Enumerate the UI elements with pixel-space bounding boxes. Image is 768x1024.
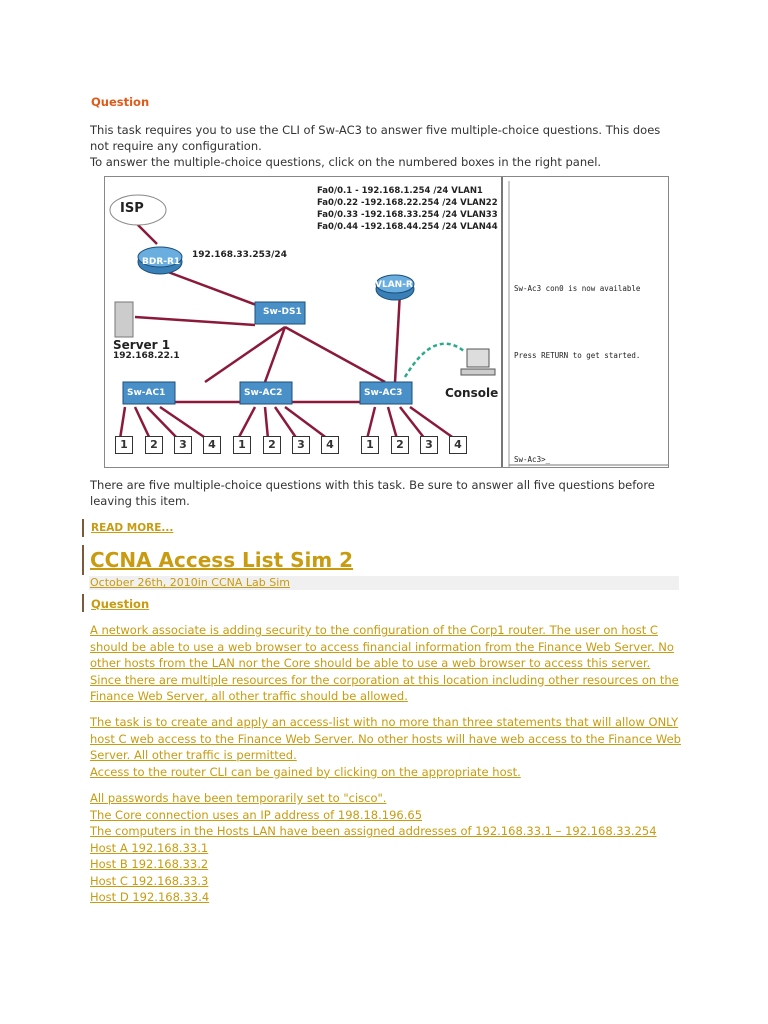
paragraph-line: Host C 192.168.33.3: [90, 873, 209, 888]
terminal-line: Press RETURN to get started.: [514, 351, 641, 360]
paragraph-line: Host D 192.168.33.4: [90, 890, 210, 904]
post-paragraph-2[interactable]: The task is to create and apply an acces…: [90, 714, 690, 780]
vlan-row: Fa0/0.22 -192.168.22.254 /24 VLAN22: [317, 198, 498, 208]
host-box[interactable]: 3: [420, 436, 438, 454]
question-heading: Question: [91, 95, 150, 109]
intro-line: To answer the multiple-choice questions,…: [90, 155, 602, 169]
paragraph-line: should be able to use a web browser to a…: [90, 639, 674, 654]
read-more-link[interactable]: READ MORE...: [91, 522, 174, 534]
post-dateline: October 26th, 2010in CCNA Lab Sim: [89, 576, 679, 590]
host-box[interactable]: 3: [174, 436, 192, 454]
intro-line: not require any configuration.: [90, 139, 262, 153]
host-box[interactable]: 4: [321, 436, 339, 454]
terminal-line: Sw-Ac3 con0 is now available: [514, 284, 641, 293]
paragraph-line: All passwords have been temporarily set …: [90, 791, 387, 805]
paragraph-line: host C web access to the Finance Web Ser…: [90, 731, 681, 746]
vlan-row: Fa0/0.33 -192.168.33.254 /24 VLAN33: [317, 210, 498, 220]
post-paragraph-3[interactable]: All passwords have been temporarily set …: [90, 790, 690, 906]
sw-ac1-label: Sw-AC1: [127, 388, 166, 398]
paragraph-line: other hosts from the LAN nor the Core sh…: [90, 656, 651, 670]
post-paragraph-1[interactable]: A network associate is adding security t…: [90, 622, 690, 705]
intro-line: This task requires you to use the CLI of…: [90, 123, 661, 137]
read-more-wrap: READ MORE...: [91, 522, 173, 534]
after-diagram-text: There are five multiple-choice questions…: [90, 477, 690, 509]
sw-ac3-label: Sw-AC3: [364, 388, 403, 398]
post-question-heading: Question: [91, 597, 150, 611]
post-date-link[interactable]: October 26th, 2010in CCNA Lab Sim: [90, 576, 291, 589]
paragraph-line: Host A 192.168.33.1: [90, 840, 209, 855]
isp-label: ISP: [120, 201, 144, 216]
server-name-label: Server 1: [113, 338, 171, 352]
sw-ac2-label: Sw-AC2: [244, 388, 283, 398]
paragraph-line: The computers in the Hosts LAN have been…: [90, 824, 657, 838]
post-title[interactable]: CCNA Access List Sim 2: [90, 548, 354, 572]
host-box[interactable]: 3: [292, 436, 310, 454]
intro-text: This task requires you to use the CLI of…: [90, 122, 690, 170]
host-box[interactable]: 4: [449, 436, 467, 454]
text-line: leaving this item.: [90, 494, 190, 508]
paragraph-line: A network associate is adding security t…: [90, 623, 658, 637]
paragraph-line: The task is to create and apply an acces…: [90, 715, 679, 729]
quote-bar: [82, 594, 84, 612]
paragraph-line: Access to the router CLI can be gained b…: [90, 764, 521, 779]
paragraph-line: Server. All other traffic is permitted.: [90, 748, 297, 762]
paragraph-line: The Core connection uses an IP address o…: [90, 807, 423, 822]
text-line: There are five multiple-choice questions…: [90, 478, 655, 492]
host-box[interactable]: 2: [391, 436, 409, 454]
host-box[interactable]: 1: [233, 436, 251, 454]
quote-bar: [82, 519, 84, 537]
host-box[interactable]: 2: [263, 436, 281, 454]
topology-svg: [109, 177, 668, 467]
host-box[interactable]: 1: [115, 436, 133, 454]
vlan-router-label: VLAN-R1: [375, 280, 420, 290]
vlan-row: Fa0/0.1 - 192.168.1.254 /24 VLAN1: [317, 186, 483, 196]
paragraph-line: Finance Web Server, all other traffic sh…: [90, 689, 408, 703]
host-box[interactable]: 4: [203, 436, 221, 454]
paragraph-line: Since there are multiple resources for t…: [90, 672, 679, 687]
terminal-prompt[interactable]: Sw-Ac3>_: [514, 455, 551, 464]
server-ip-label: 192.168.22.1: [113, 351, 180, 361]
console-label: Console: [445, 386, 499, 400]
sw-ds1-label: Sw-DS1: [263, 307, 302, 317]
host-box[interactable]: 1: [361, 436, 379, 454]
network-diagram: ISP BDR-R1 192.168.33.253/24 Sw-DS1 VLAN…: [104, 176, 669, 468]
bdr-ip-label: 192.168.33.253/24: [192, 250, 287, 260]
paragraph-line: Host B 192.168.33.2: [90, 857, 209, 871]
vlan-row: Fa0/0.44 -192.168.44.254 /24 VLAN44: [317, 222, 498, 232]
bdr-router-label: BDR-R1: [142, 257, 181, 267]
host-box[interactable]: 2: [145, 436, 163, 454]
vlan-table: Fa0/0.1 - 192.168.1.254 /24 VLAN1 Fa0/0.…: [317, 185, 498, 233]
quote-bar: [82, 545, 84, 575]
